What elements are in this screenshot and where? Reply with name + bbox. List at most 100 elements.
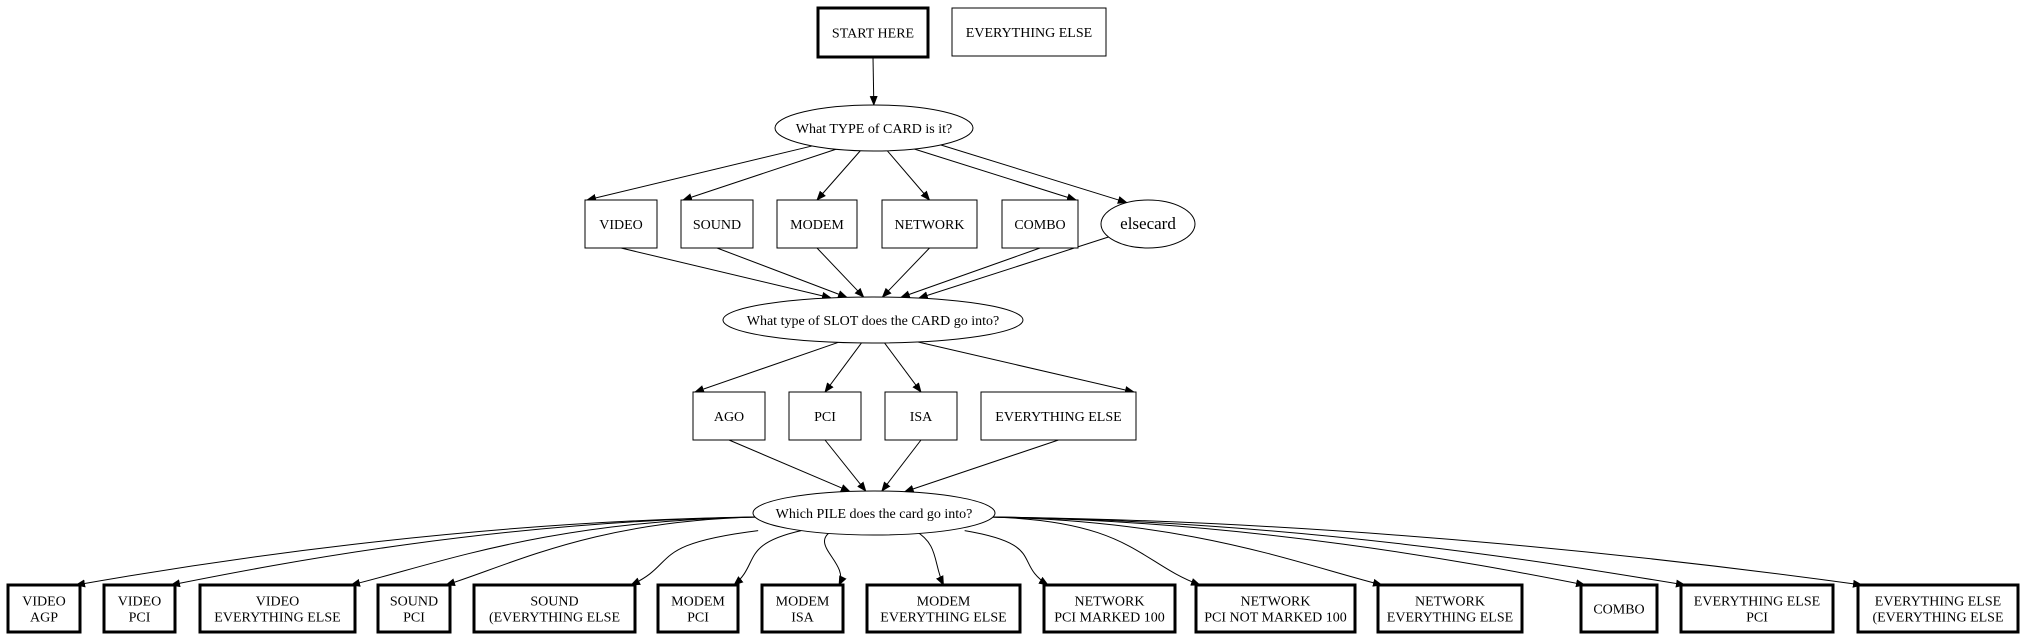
box-shape	[788, 391, 862, 441]
edge-combo-to-q_slot	[899, 247, 1041, 299]
node-p-else-else[interactable]: EVERYTHING ELSE(EVERYTHING ELSE	[1856, 583, 2020, 634]
node-label: ISA	[791, 611, 814, 626]
node-label: START HERE	[832, 27, 914, 42]
node-label: EVERYTHING ELSE	[214, 611, 340, 626]
node-label: AGP	[30, 611, 58, 626]
edge-q_type-to-video	[586, 145, 814, 202]
node-video[interactable]: VIDEO	[584, 199, 658, 249]
box-shape	[1194, 583, 1357, 634]
edge-q_pile-to-p_net_else	[990, 516, 1383, 587]
node-slot-else[interactable]: EVERYTHING ELSE	[980, 391, 1137, 441]
node-label: MODEM	[671, 595, 725, 610]
node-label: What TYPE of CARD is it?	[796, 122, 952, 137]
box-shape	[656, 583, 740, 634]
node-elsecard[interactable]: elsecard	[1100, 199, 1196, 249]
node-label: (EVERYTHING ELSE	[1872, 611, 2003, 626]
edge-q_pile-to-p_video_agp	[75, 516, 758, 588]
node-q-type[interactable]: What TYPE of CARD is it?	[774, 104, 974, 152]
box-shape	[680, 199, 754, 249]
edge-q_type-to-combo	[913, 148, 1077, 202]
ellipse-shape	[752, 490, 996, 536]
edge-q_pile-to-p_sound_else	[630, 530, 759, 586]
node-network[interactable]: NETWORK	[881, 199, 978, 249]
node-label: NETWORK	[1241, 595, 1311, 610]
node-label: NETWORK	[1075, 595, 1145, 610]
box-shape	[1376, 583, 1524, 634]
edge-q_pile-to-p_modem_isa	[824, 530, 847, 586]
node-ago[interactable]: AGO	[692, 391, 766, 441]
node-label: VIDEO	[22, 595, 66, 610]
node-label: MODEM	[917, 595, 971, 610]
node-label: ISA	[910, 410, 933, 425]
node-label: EVERYTHING ELSE	[995, 410, 1121, 425]
node-label: What type of SLOT does the CARD go into?	[747, 314, 1000, 329]
edge-q_type-to-network	[886, 150, 931, 201]
node-everything-else-top[interactable]: EVERYTHING ELSE	[951, 7, 1107, 57]
node-label: NETWORK	[1415, 595, 1485, 610]
edge-q_pile-to-p_net_pcinot100	[990, 516, 1201, 586]
box-shape	[980, 391, 1137, 441]
node-sound[interactable]: SOUND	[680, 199, 754, 249]
edge-pci-to-q_pile	[824, 439, 867, 492]
edge-q_pile-to-p_else_pci	[990, 516, 1686, 588]
node-label: (EVERYTHING ELSE	[489, 611, 620, 626]
node-q-slot[interactable]: What type of SLOT does the CARD go into?	[722, 296, 1024, 344]
edge-q_pile-to-p_video_else	[350, 516, 758, 587]
edge-q_pile-to-p_modem_else	[914, 530, 944, 586]
node-label: AGO	[714, 410, 744, 425]
edge-q_type-to-elsecard	[939, 144, 1128, 204]
node-modem[interactable]: MODEM	[776, 199, 858, 249]
box-shape	[376, 583, 452, 634]
box-shape	[198, 583, 357, 634]
edge-q_slot-to-pci	[824, 342, 862, 393]
edge-q_pile-to-p_modem_pci	[733, 530, 802, 586]
node-label: elsecard	[1120, 214, 1176, 233]
box-shape	[472, 583, 637, 634]
edges	[75, 56, 1863, 588]
box-shape	[1001, 199, 1079, 249]
edge-q_pile-to-p_video_pci	[170, 516, 758, 588]
node-label: PCI	[814, 410, 836, 425]
box-shape	[1679, 583, 1835, 634]
node-pci[interactable]: PCI	[788, 391, 862, 441]
edge-q_pile-to-p_sound_pci	[445, 516, 758, 587]
box-shape	[1042, 583, 1177, 634]
node-label: COMBO	[1014, 218, 1065, 233]
edge-q_slot-to-ago	[694, 341, 839, 393]
edge-sound-to-q_slot	[716, 247, 848, 298]
node-isa[interactable]: ISA	[884, 391, 958, 441]
edge-q_slot-to-isa	[884, 342, 922, 393]
node-label: VIDEO	[118, 595, 162, 610]
node-label: EVERYTHING ELSE	[1875, 595, 2001, 610]
node-label: NETWORK	[895, 218, 965, 233]
box-shape	[776, 199, 858, 249]
node-q-pile[interactable]: Which PILE does the card go into?	[752, 490, 996, 536]
edge-q_type-to-modem	[816, 150, 861, 201]
edge-modem-to-q_slot	[816, 247, 865, 298]
node-p-combo[interactable]: COMBO	[1579, 583, 1659, 634]
box-shape	[6, 583, 82, 634]
node-combo[interactable]: COMBO	[1001, 199, 1079, 249]
node-p-sound-else[interactable]: SOUND(EVERYTHING ELSE	[472, 583, 637, 634]
node-label: EVERYTHING ELSE	[1694, 595, 1820, 610]
edge-video-to-q_slot	[620, 247, 832, 300]
node-label: PCI	[403, 611, 425, 626]
box-shape	[865, 583, 1022, 634]
node-start[interactable]: START HERE	[816, 6, 930, 59]
box-shape	[584, 199, 658, 249]
box-shape	[881, 199, 978, 249]
edge-slot_else-to-q_pile	[903, 439, 1059, 493]
edge-q_pile-to-p_combo	[990, 516, 1586, 588]
node-label: VIDEO	[256, 595, 300, 610]
